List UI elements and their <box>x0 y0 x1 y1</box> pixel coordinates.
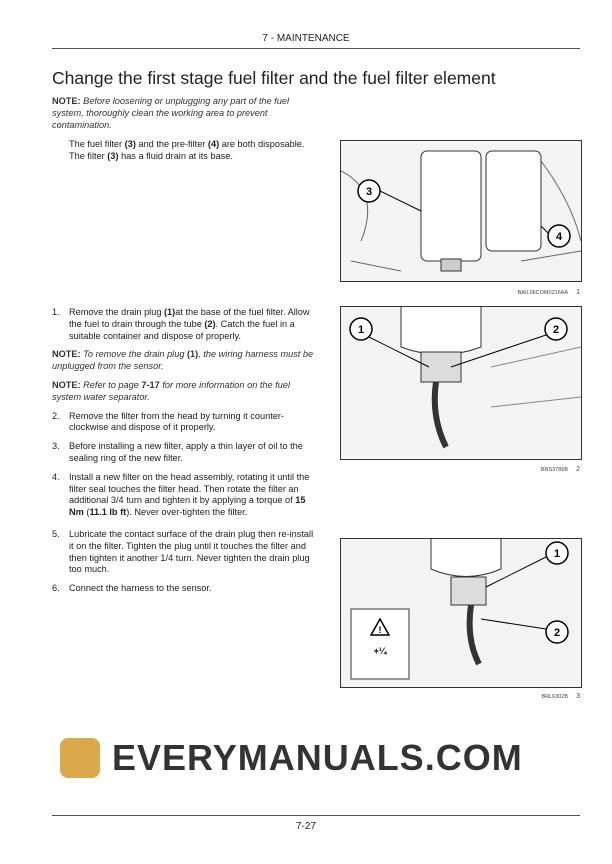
page-title: Change the first stage fuel filter and t… <box>52 68 496 88</box>
callout-3-label: 3 <box>366 186 372 198</box>
callout-1-label: 1 <box>358 324 364 336</box>
figure-3-reinstall-plug: ! +¼ 1 2 <box>340 538 582 688</box>
step-6: 6.Connect the harness to the sensor. <box>52 583 212 594</box>
figure-3-illustration: ! +¼ 1 2 <box>350 539 569 680</box>
svg-text:!: ! <box>379 625 382 635</box>
fuel-filter-shape <box>420 150 482 262</box>
warning-inset <box>350 608 410 680</box>
warning-icon <box>369 617 391 636</box>
callout-2-label: 2 <box>553 324 559 336</box>
inset-turn-label: +¼ <box>374 646 388 656</box>
callout-1 <box>545 541 569 565</box>
callout-4-label: 4 <box>556 231 563 243</box>
page-number: 7-27 <box>295 821 316 832</box>
figure-2-drain-plug: 1 2 <box>340 306 582 460</box>
step-4: 4.Install a new filter on the head assem… <box>52 471 310 518</box>
callout-4 <box>547 224 571 248</box>
section-header: 7 - MAINTENANCE <box>262 33 350 44</box>
pre-filter-shape <box>485 150 542 252</box>
intro-paragraph: The fuel filter (3) and the pre-filter (… <box>69 139 305 162</box>
callout-2-label: 2 <box>554 627 560 639</box>
figure-1-fuel-filters: 3 4 <box>340 140 582 282</box>
figure-2-illustration: 1 2 <box>349 307 582 449</box>
watermark-logo <box>60 738 100 778</box>
step-1: 1.Remove the drain plug (1)at the base o… <box>52 307 310 341</box>
step-3: 3.Before installing a new filter, apply … <box>52 441 303 463</box>
note-refer: NOTE: Refer to page 7-17 for more inform… <box>52 379 290 402</box>
note-harness: NOTE: To remove the drain plug (1), the … <box>52 349 314 372</box>
callout-1-label: 1 <box>554 548 560 560</box>
step-2: 2.Remove the filter from the head by tur… <box>52 410 284 433</box>
intro-block: NOTE: Before loosening or unplugging any… <box>52 96 314 170</box>
footer-rule <box>52 815 580 816</box>
callout-2 <box>544 317 568 341</box>
callout-1 <box>349 317 373 341</box>
header-rule <box>52 48 580 49</box>
callout-2 <box>545 620 569 644</box>
note-clean: NOTE: Before loosening or unplugging any… <box>52 96 289 130</box>
step-5: 5.Lubricate the contact surface of the d… <box>52 528 314 575</box>
steps-block: 1.Remove the drain plug (1)at the base o… <box>52 307 314 602</box>
watermark: EVERYMANUALS.COM <box>112 737 523 778</box>
figure-1-illustration: 3 4 <box>340 150 582 272</box>
